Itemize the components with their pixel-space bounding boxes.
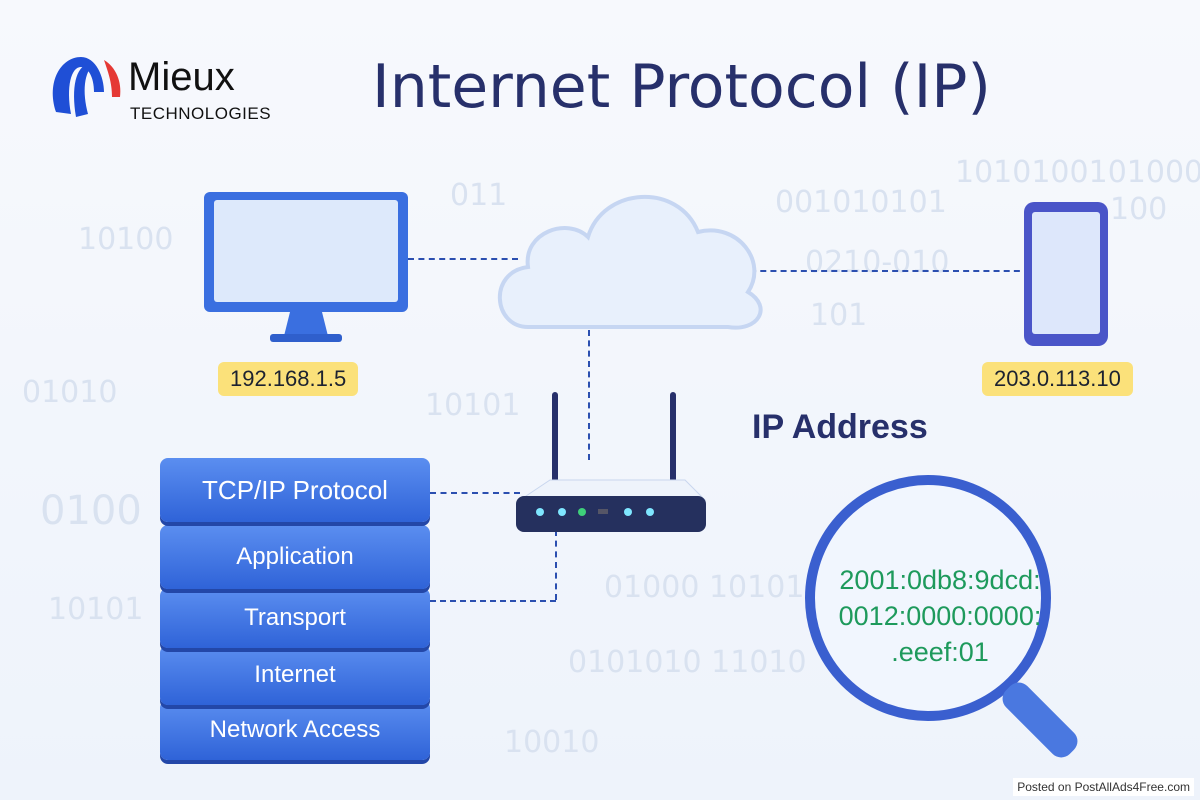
binary-text: 011 (450, 178, 508, 213)
binary-text: 100 (1110, 192, 1168, 227)
binary-text: 0210-010 (805, 245, 950, 280)
binary-text: 10101 (48, 592, 144, 627)
phone-icon (1024, 202, 1108, 346)
stack-layer-internet: Internet (160, 645, 430, 705)
stack-layer-network-access: Network Access (160, 700, 430, 760)
phone-ip-badge: 203.0.113.10 (982, 362, 1133, 396)
binary-text: 01000 10101 (604, 570, 805, 605)
connection-line (430, 600, 556, 602)
binary-text: 10100 (78, 222, 174, 257)
logo-icon (52, 57, 121, 117)
ip-address-label: IP Address (752, 408, 928, 446)
connection-line (588, 330, 590, 460)
binary-text: 10010 (504, 725, 600, 760)
ipv6-line: 0012:0000:0000: (838, 601, 1042, 631)
magnifier-icon (805, 475, 1078, 758)
ipv6-address: 2001:0db8:9dcd: 0012:0000:0000: .eeef:01 (820, 562, 1060, 670)
binary-text: 10101 (425, 388, 521, 423)
binary-text: 0100 (40, 488, 142, 534)
cloud-icon (497, 195, 763, 330)
connection-line (740, 270, 1030, 272)
connection-line (555, 530, 557, 600)
stack-layer-tcpip: TCP/IP Protocol (160, 458, 430, 522)
ipv6-line: .eeef:01 (891, 637, 989, 667)
connection-line (430, 492, 520, 494)
logo-subtitle: TECHNOLOGIES (130, 104, 272, 123)
computer-ip-badge: 192.168.1.5 (218, 362, 359, 396)
connection-line (408, 258, 518, 260)
footer-credit: Posted on PostAllAds4Free.com (1013, 778, 1194, 796)
binary-text: 001010101 (775, 185, 947, 220)
binary-text: 101 (810, 298, 868, 333)
stack-layer-transport: Transport (160, 588, 430, 648)
logo-name: Mieux (128, 55, 235, 99)
router-icon (516, 392, 707, 532)
stack-layer-application: Application (160, 525, 430, 589)
page-title: Internet Protocol (IP) (372, 52, 991, 122)
binary-text: 1010100101000 (955, 155, 1200, 190)
computer-icon (204, 192, 408, 342)
binary-text: 0101010 11010 (568, 645, 807, 680)
binary-text: 01010 (22, 375, 118, 410)
ipv6-line: 2001:0db8:9dcd: (839, 565, 1041, 595)
